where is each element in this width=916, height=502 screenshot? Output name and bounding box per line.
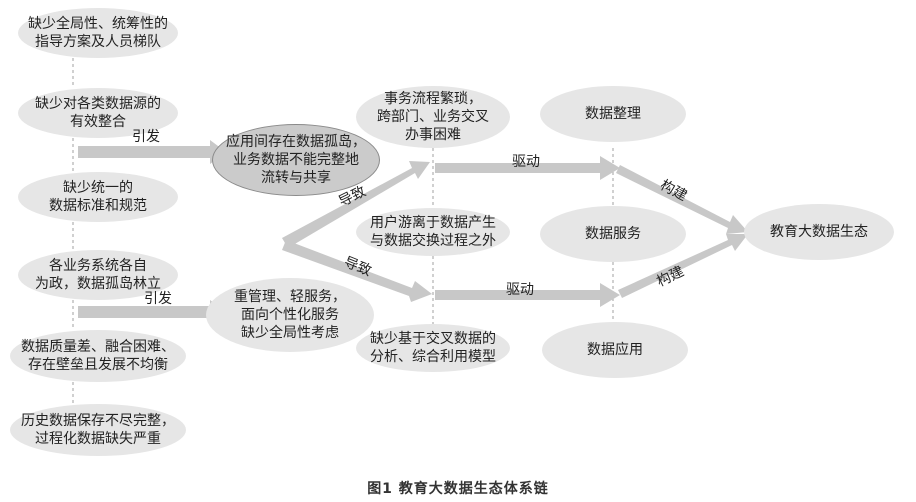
drive-arrow-bottom	[435, 283, 620, 307]
cause-label: 缺少对各类数据源的 有效整合	[35, 96, 161, 130]
lead-arrow-lower	[282, 240, 432, 302]
trigger-arrow-bottom	[78, 300, 226, 324]
effect-label: 缺少基于交叉数据的 分析、综合利用模型	[370, 331, 496, 365]
build-arrow-lower	[618, 234, 748, 298]
action-node: 数据服务	[540, 206, 686, 262]
figure-caption: 图1 教育大数据生态体系链	[367, 481, 549, 497]
trigger-arrow-top	[78, 140, 226, 164]
drive-label: 驱动	[512, 154, 540, 170]
cause-node: 缺少全局性、统筹性的 指导方案及人员梯队	[18, 8, 178, 58]
cause-label: 各业务系统各自 为政，数据孤岛林立	[35, 258, 161, 292]
ecosystem-node: 教育大数据生态	[744, 204, 894, 260]
action-node: 数据整理	[540, 86, 686, 142]
problem-label: 重管理、轻服务， 面向个性化服务 缺少全局性考虑	[234, 289, 346, 341]
cause-label: 缺少全局性、统筹性的 指导方案及人员梯队	[28, 16, 168, 50]
effect-label: 事务流程繁琐， 跨部门、业务交叉 办事困难	[377, 91, 489, 143]
effect-label: 用户游离于数据产生 与数据交换过程之外	[370, 215, 496, 249]
cause-node: 各业务系统各自 为政，数据孤岛林立	[18, 250, 178, 300]
action-label: 数据服务	[585, 226, 641, 242]
cause-node: 缺少对各类数据源的 有效整合	[18, 88, 178, 138]
build-arrow-upper	[616, 165, 748, 234]
problem-node-management: 重管理、轻服务， 面向个性化服务 缺少全局性考虑	[206, 278, 374, 352]
action-node: 数据应用	[542, 322, 688, 378]
cause-node: 缺少统一的 数据标准和规范	[18, 172, 178, 222]
action-label: 数据整理	[585, 106, 641, 122]
effect-node: 事务流程繁琐， 跨部门、业务交叉 办事困难	[356, 86, 510, 148]
cause-node: 数据质量差、融合困难、 存在壁垒且发展不均衡	[10, 330, 186, 382]
ecosystem-label: 教育大数据生态	[770, 224, 868, 240]
trigger-label: 引发	[144, 291, 172, 307]
effect-node: 缺少基于交叉数据的 分析、综合利用模型	[356, 324, 510, 372]
cause-label: 缺少统一的 数据标准和规范	[49, 180, 147, 214]
cause-label: 数据质量差、融合困难、 存在壁垒且发展不均衡	[21, 339, 175, 373]
cause-node: 历史数据保存不尽完整， 过程化数据缺失严重	[10, 404, 186, 456]
trigger-label: 引发	[132, 129, 160, 145]
drive-arrow-top	[435, 156, 620, 180]
problem-node-silo: 应用间存在数据孤岛， 业务数据不能完整地 流转与共享	[212, 124, 380, 196]
drive-label: 驱动	[506, 282, 534, 298]
cause-label: 历史数据保存不尽完整， 过程化数据缺失严重	[21, 413, 175, 447]
problem-label: 应用间存在数据孤岛， 业务数据不能完整地 流转与共享	[226, 134, 366, 186]
effect-node: 用户游离于数据产生 与数据交换过程之外	[356, 208, 510, 256]
lead-arrow-upper	[282, 161, 430, 248]
action-label: 数据应用	[587, 342, 643, 358]
